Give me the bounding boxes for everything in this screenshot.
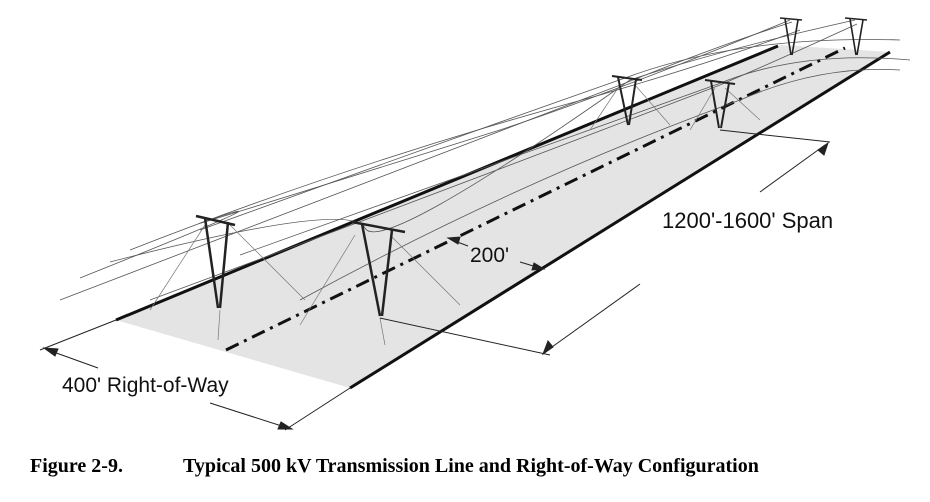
- spacing-label: 200': [470, 244, 510, 267]
- right-of-way-area: [116, 45, 890, 388]
- row-left-edge: [115, 44, 779, 322]
- tower-6: [844, 17, 868, 56]
- dimension-lines: [39, 129, 831, 431]
- tower-2: [351, 220, 406, 317]
- row-right-edge: [349, 50, 891, 390]
- transmission-line-diagram: [39, 17, 911, 431]
- row-width-label: 400' Right-of-Way: [62, 374, 229, 397]
- tower-3: [611, 75, 643, 126]
- tower-1: [195, 214, 236, 309]
- centerline: [225, 46, 846, 352]
- guy-lines: [149, 84, 761, 346]
- span-label: 1200'-1600' Span: [662, 208, 834, 233]
- figure-title: Typical 500 kV Transmission Line and Rig…: [183, 455, 759, 477]
- tower-4: [704, 79, 736, 129]
- figure-number: Figure 2-9.: [30, 455, 123, 477]
- tower-icons: [195, 17, 868, 317]
- conductor-wires: [59, 19, 911, 301]
- tower-5: [779, 17, 803, 56]
